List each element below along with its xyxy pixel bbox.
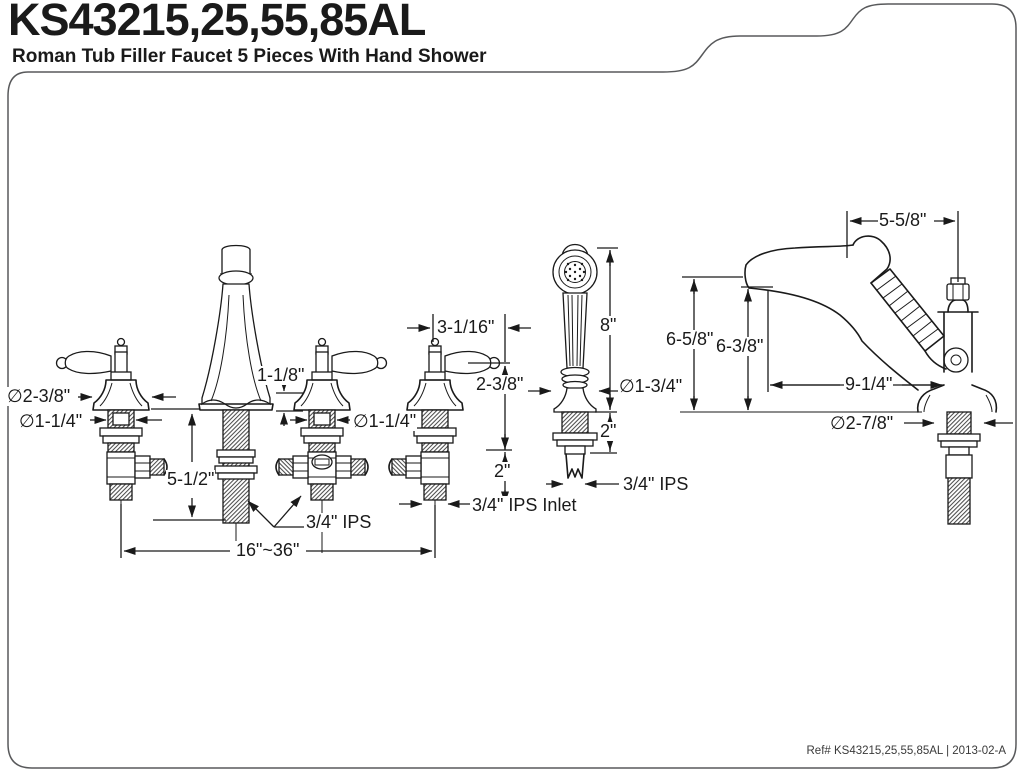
dim-spout-top-reach: 5-5/8": [878, 210, 928, 230]
spray-holes: [564, 262, 586, 282]
diverter-valve-drawing: [275, 337, 388, 554]
dim-faucet-spread: 16"~36": [235, 540, 301, 560]
dim-valve-shank-below-deck: 2": [493, 461, 512, 481]
center-spout-drawing: [198, 244, 274, 556]
left-valve-drawing: [55, 337, 168, 554]
dim-spout-reach: 9-1/4": [844, 374, 894, 394]
page-title: KS43215,25,55,85AL: [8, 0, 426, 45]
dim-deck-clearance: 1-1/8": [256, 365, 306, 385]
tub-spout-drawing: [680, 235, 998, 525]
hand-shower-drawing: [552, 243, 598, 479]
right-valve-drawing: [388, 337, 501, 554]
sheet-border: [7, 3, 1017, 769]
dim-valve-inlet-thread: 3/4" IPS Inlet: [471, 495, 578, 515]
dim-spout-height-outer: 6-5/8": [665, 329, 715, 349]
dim-hand-shower-shank-length: 2": [599, 421, 618, 441]
dim-hand-shower-height: 8": [599, 315, 618, 335]
page-subtitle: Roman Tub Filler Faucet 5 Pieces With Ha…: [12, 46, 487, 67]
dim-spout-height-inner: 6-3/8": [715, 336, 765, 356]
dim-handle-projection: 3-1/16": [436, 317, 496, 337]
dim-supply-connection-thread: 3/4" IPS: [305, 512, 373, 532]
dim-spout-base-diameter: ∅2-7/8": [829, 413, 895, 433]
reference-number: Ref# KS43215,25,55,85AL | 2013-02-A: [806, 745, 1007, 757]
dim-left-valve-bell-diameter: ∅2-3/8": [6, 386, 72, 406]
dim-hand-shower-thread: 3/4" IPS: [622, 474, 690, 494]
dim-handle-height: 2-3/8": [475, 374, 525, 394]
dim-mid-valve-shank-diameter: ∅1-1/4": [352, 411, 418, 431]
dim-left-valve-shank-diameter: ∅1-1/4": [18, 411, 84, 431]
dim-hand-shower-base-diameter: ∅1-3/4": [618, 376, 684, 396]
dim-spout-shank-length: 5-1/2": [166, 469, 216, 489]
